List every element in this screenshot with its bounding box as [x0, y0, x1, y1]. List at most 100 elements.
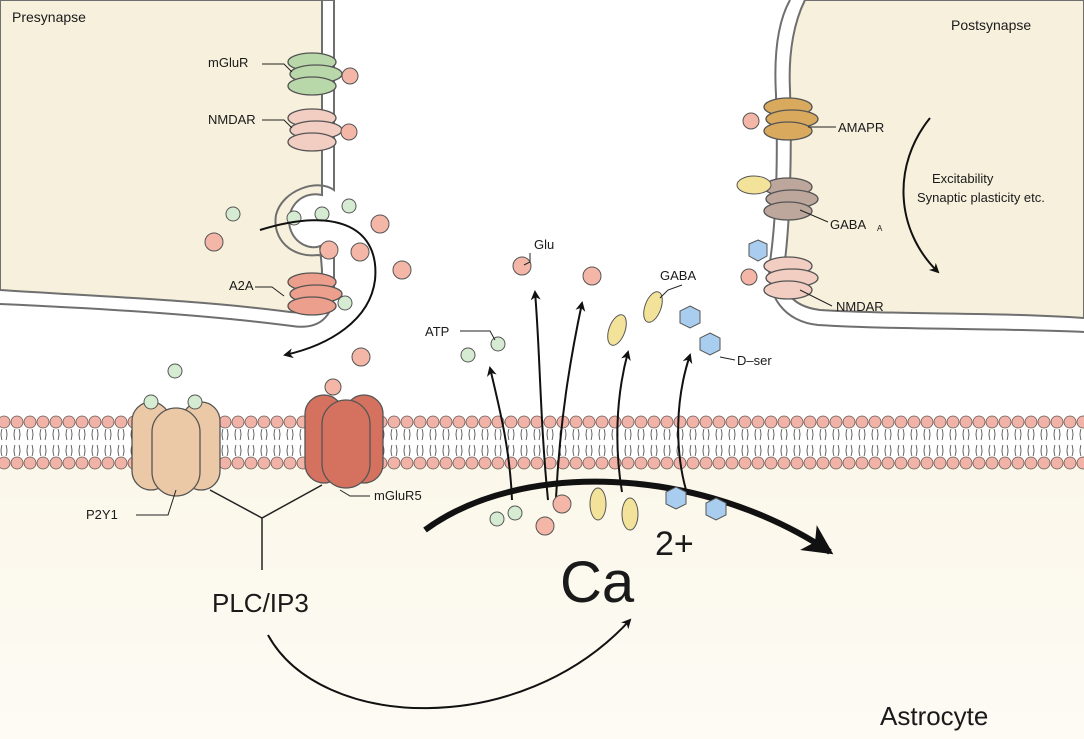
lipid-head [959, 456, 973, 470]
lipid-tail [559, 444, 567, 457]
lipid-head [816, 456, 830, 470]
lipid-head [894, 415, 908, 429]
lipid-head [387, 415, 401, 429]
lipid-tail [78, 444, 86, 457]
lipid-tail [936, 428, 944, 441]
lipid-head [426, 415, 440, 429]
release-arrow [259, 219, 377, 359]
lipid-head [257, 456, 271, 470]
lipid-head [790, 415, 804, 429]
lipid-tail [585, 444, 593, 457]
lipid-head [1024, 456, 1038, 470]
lipid-tail [1027, 444, 1035, 457]
lipid-tail [117, 444, 125, 457]
lipid-head [881, 456, 895, 470]
a2a-label: A2A [229, 278, 254, 293]
lipid-tail [767, 444, 775, 457]
lipid-head [946, 415, 960, 429]
postsynaptic-gabaa [736, 175, 819, 221]
lipid-head [712, 456, 726, 470]
lipid-tail [1014, 428, 1022, 441]
pathway-connector [209, 484, 323, 570]
lipid-tail [741, 444, 749, 457]
astro-mglur5-receptor [304, 378, 384, 489]
lipid-head [790, 456, 804, 470]
lipid-tail [598, 428, 606, 441]
lipid-tail [845, 428, 853, 441]
calcium-charge-label: 2+ [655, 525, 694, 563]
lipid-head [1063, 456, 1077, 470]
lipid-tail [624, 428, 632, 441]
lipid-head [283, 415, 297, 429]
lipid-head [829, 456, 843, 470]
lipid-head [725, 456, 739, 470]
lipid-head [231, 415, 245, 429]
lipid-tail [91, 444, 99, 457]
lipid-head [569, 415, 583, 429]
lipid-head [218, 415, 232, 429]
lipid-tail [1079, 444, 1082, 457]
lipid-head [725, 415, 739, 429]
lipid-tail [923, 428, 931, 441]
lipid-head [1050, 415, 1064, 429]
lipid-head [88, 415, 102, 429]
lipid-tail [26, 444, 34, 457]
lipid-head [933, 415, 947, 429]
lipid-head [1011, 456, 1025, 470]
lipid-head [231, 456, 245, 470]
lipid-tail [468, 444, 476, 457]
lipid-head [920, 456, 934, 470]
lipid-tail [936, 444, 944, 457]
plc-to-ca-arrow [267, 618, 632, 710]
lipid-tail [689, 428, 697, 441]
lipid-tail [39, 428, 47, 441]
lipid-tail [546, 428, 554, 441]
lipid-head [881, 415, 895, 429]
lipid-tail [1001, 428, 1009, 441]
lipid-tail [949, 444, 957, 457]
astrocyte-body [0, 460, 1084, 739]
lipid-tail [13, 428, 21, 441]
presynaptic-nmdar [287, 108, 358, 152]
lipid-head [647, 456, 661, 470]
lipid-tail [923, 444, 931, 457]
lipid-head [36, 456, 50, 470]
lipid-head [686, 415, 700, 429]
lipid-head [946, 456, 960, 470]
lipid-head [751, 415, 765, 429]
lipid-tail [624, 444, 632, 457]
lipid-tail [949, 428, 957, 441]
lipid-tail [1066, 444, 1074, 457]
lipid-tail [39, 444, 47, 457]
lipid-tail [988, 428, 996, 441]
lipid-tail [442, 444, 450, 457]
atp-label: ATP [425, 324, 449, 339]
effect-line-1: Excitability [932, 171, 994, 186]
lipid-tail [1079, 428, 1082, 441]
lipid-head [413, 415, 427, 429]
lipid-head [23, 456, 37, 470]
lipid-tail [520, 444, 528, 457]
lipid-head [101, 415, 115, 429]
lipid-tail [416, 444, 424, 457]
lipid-head [75, 415, 89, 429]
lipid-head [907, 456, 921, 470]
lipid-head [764, 415, 778, 429]
lipid-tail [598, 444, 606, 457]
lipid-tail [741, 428, 749, 441]
lipid-head [400, 456, 414, 470]
lipid-tail [273, 428, 281, 441]
lipid-tail [520, 428, 528, 441]
lipid-head [504, 456, 518, 470]
lipid-tail [26, 428, 34, 441]
lipid-head [634, 415, 648, 429]
lipid-tail [260, 444, 268, 457]
lipid-tail [585, 428, 593, 441]
lipid-head [10, 456, 24, 470]
lipid-head [491, 456, 505, 470]
lipid-head [582, 456, 596, 470]
lipid-tail [728, 444, 736, 457]
lipid-head [582, 415, 596, 429]
plc-ip3-label: PLC/IP3 [212, 588, 309, 618]
lipid-head [660, 456, 674, 470]
